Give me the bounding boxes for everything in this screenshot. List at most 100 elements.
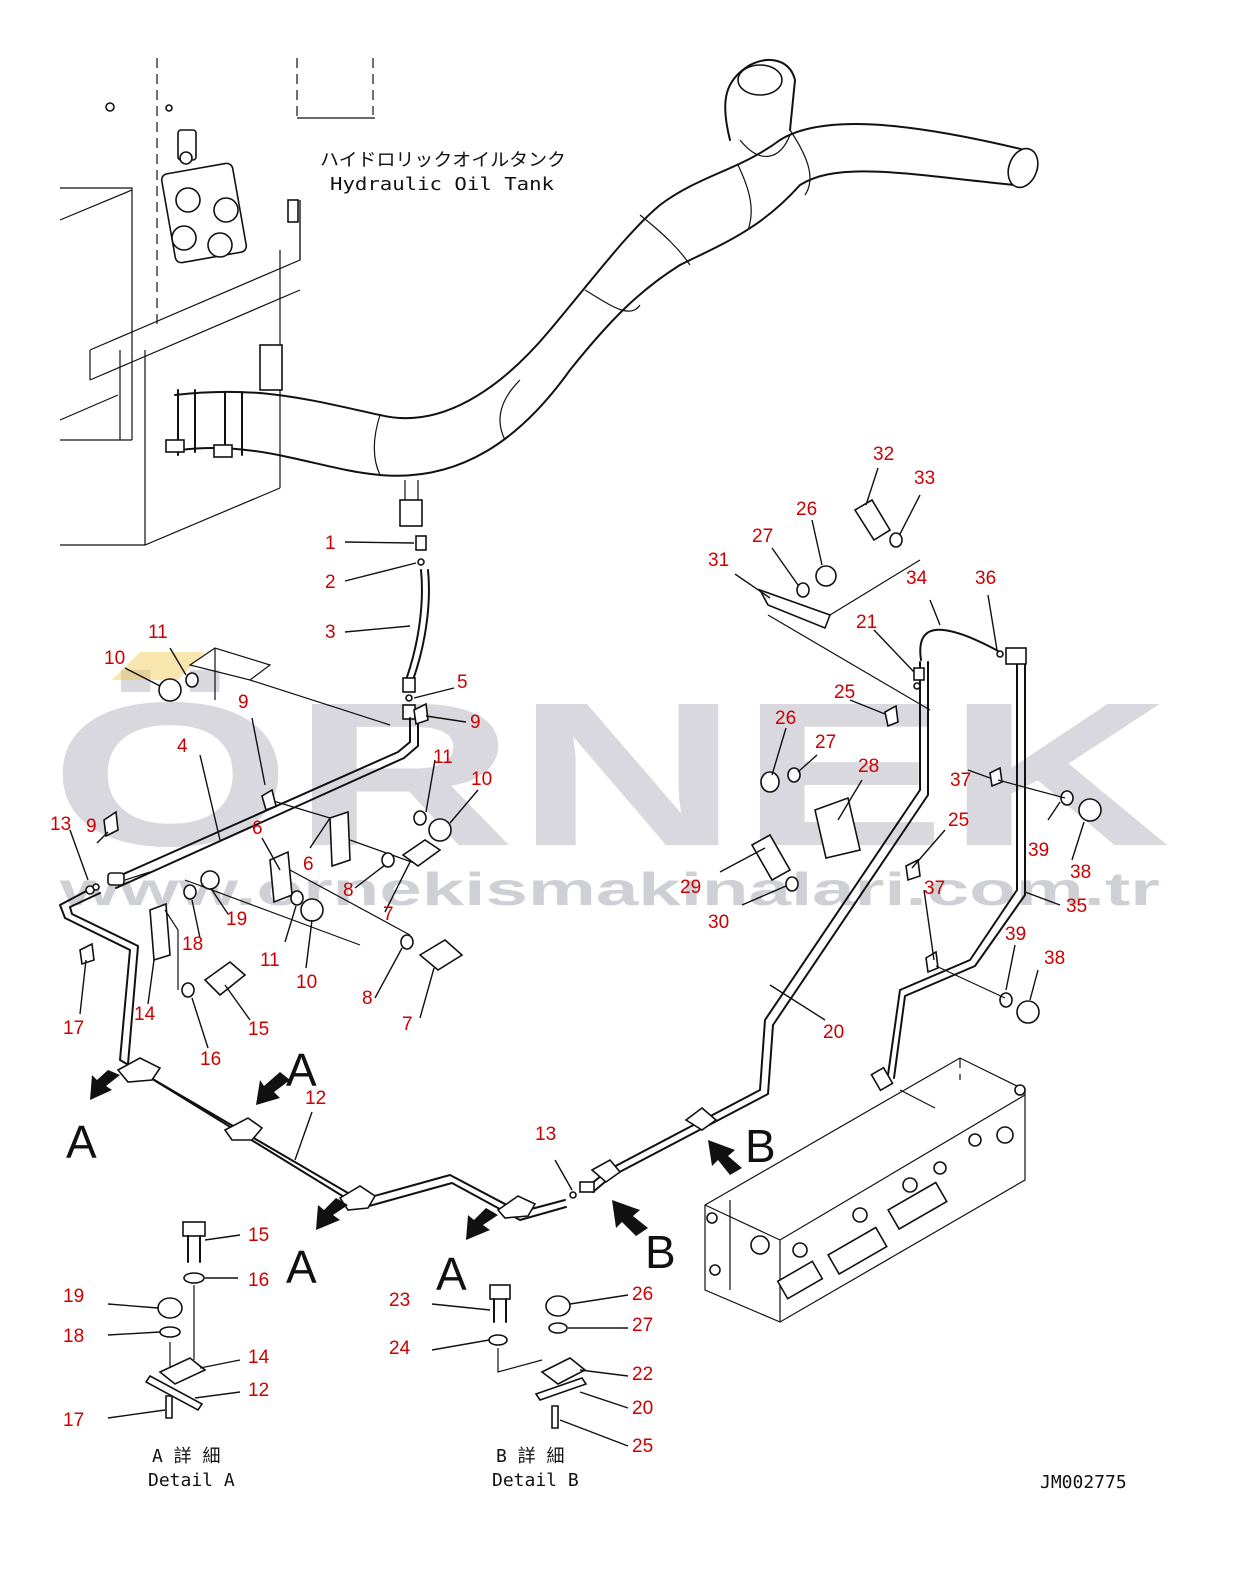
callout-37b: 37 [924, 878, 945, 899]
callout-3: 3 [325, 622, 336, 643]
callout-5: 5 [457, 672, 468, 693]
bracket-parts [124, 799, 421, 990]
callout-37a: 37 [950, 770, 971, 791]
callout-17a: 17 [63, 1018, 84, 1039]
callout-15a: 15 [248, 1019, 269, 1040]
pipe-4 [107, 647, 419, 889]
detail-b-en: Detail B [492, 1470, 579, 1491]
callout-19b: 19 [63, 1286, 84, 1307]
callout-27c: 27 [632, 1315, 653, 1336]
callout-2: 2 [325, 572, 336, 593]
callout-12a: 12 [305, 1088, 326, 1109]
drawing-id: JM002775 [1040, 1472, 1127, 1493]
pipe-35 [870, 647, 1027, 1092]
callout-10b: 10 [471, 769, 492, 790]
callout-29: 29 [680, 877, 701, 898]
return-pipe [165, 59, 1039, 527]
callout-7b: 7 [402, 1014, 413, 1035]
view-letter-b2: B [645, 1226, 676, 1278]
callout-9b: 9 [470, 712, 481, 733]
callout-9a: 9 [238, 692, 249, 713]
o-ring-5 [405, 694, 413, 702]
callout-38b: 38 [1044, 948, 1065, 969]
callout-8a: 8 [343, 880, 354, 901]
pipe-clamps [116, 1057, 718, 1219]
callout-28: 28 [858, 756, 879, 777]
detail-b-jp: B 詳 細 [496, 1446, 565, 1467]
callout-1: 1 [325, 533, 336, 554]
callout-33: 33 [914, 468, 935, 489]
callout-22: 22 [632, 1364, 653, 1385]
callout-12b: 12 [248, 1380, 269, 1401]
callout-14a: 14 [134, 1004, 156, 1025]
callout-14b: 14 [248, 1347, 270, 1368]
watermark-brand: ÖRNEK [50, 660, 1170, 889]
callout-27b: 27 [815, 732, 836, 753]
callout-26a: 26 [796, 499, 817, 520]
callout-4: 4 [177, 736, 188, 757]
hydraulic-oil-tank [59, 58, 375, 546]
callout-38a: 38 [1070, 862, 1091, 883]
tank-label-en: Hydraulic Oil Tank [330, 174, 554, 195]
callout-35: 35 [1066, 896, 1087, 917]
callout-26b: 26 [775, 708, 796, 729]
callout-39a: 39 [1028, 840, 1049, 861]
callout-15b: 15 [248, 1225, 269, 1246]
callout-16b: 16 [248, 1270, 269, 1291]
hose-end [402, 677, 416, 693]
callout-32: 32 [873, 444, 894, 465]
view-arrows [90, 1070, 742, 1240]
callout-6a: 6 [252, 818, 263, 839]
view-letter-b1: B [745, 1120, 776, 1172]
detail-b-drawing [488, 1284, 588, 1429]
callout-25c: 25 [632, 1436, 653, 1457]
view-letter-a1: A [66, 1116, 97, 1168]
callout-13a: 13 [50, 814, 71, 835]
callout-7a: 7 [383, 904, 394, 925]
callout-34: 34 [906, 568, 928, 589]
callout-27a: 27 [752, 526, 773, 547]
callout-6b: 6 [303, 854, 314, 875]
detail-a-en: Detail A [148, 1470, 235, 1491]
tank-label-jp: ハイドロリックオイルタンク [320, 150, 566, 171]
callout-24: 24 [389, 1338, 411, 1359]
watermark-url: www.ornekismakinalari.com.tr [58, 863, 1160, 915]
callout-23: 23 [389, 1290, 410, 1311]
watermark: ÖRNEK www.ornekismakinalari.com.tr [50, 652, 1170, 915]
callout-26c: 26 [632, 1284, 653, 1305]
callout-20a: 20 [823, 1022, 844, 1043]
callout-20b: 20 [632, 1398, 653, 1419]
hose-assembly [402, 535, 430, 720]
fitting-1 [415, 535, 427, 551]
callout-36: 36 [975, 568, 996, 589]
callout-16a: 16 [200, 1049, 221, 1070]
control-valve-block [704, 1057, 1026, 1323]
callout-25b: 25 [948, 810, 969, 831]
leader-lines [69, 467, 1085, 1447]
view-letter-a3: A [286, 1241, 317, 1293]
callout-39b: 39 [1005, 924, 1026, 945]
view-letters: A A A A B B [66, 1044, 776, 1300]
tank-label: ハイドロリックオイルタンク Hydraulic Oil Tank [320, 150, 566, 195]
callout-21: 21 [856, 612, 877, 633]
callout-13b: 13 [535, 1124, 556, 1145]
callout-11c: 11 [260, 950, 280, 971]
callout-11b: 11 [433, 747, 453, 768]
callout-10a: 10 [104, 648, 125, 669]
callout-18b: 18 [63, 1326, 84, 1347]
callout-18a: 18 [182, 934, 203, 955]
view-letter-a4: A [436, 1248, 467, 1300]
callout-30: 30 [708, 912, 729, 933]
fasteners [79, 498, 1102, 1199]
detail-a-jp: A 詳 細 [152, 1446, 221, 1467]
view-letter-a2: A [286, 1044, 317, 1096]
callout-8b: 8 [362, 988, 373, 1009]
callout-17b: 17 [63, 1410, 84, 1431]
callout-31: 31 [708, 550, 729, 571]
callout-numbers: 1 2 3 4 5 6 6 7 7 8 8 9 9 9 10 10 10 11 … [50, 444, 1091, 1457]
callout-9c: 9 [86, 816, 97, 837]
callout-25a: 25 [834, 682, 855, 703]
callout-19a: 19 [226, 909, 247, 930]
callout-11a: 11 [148, 622, 168, 643]
